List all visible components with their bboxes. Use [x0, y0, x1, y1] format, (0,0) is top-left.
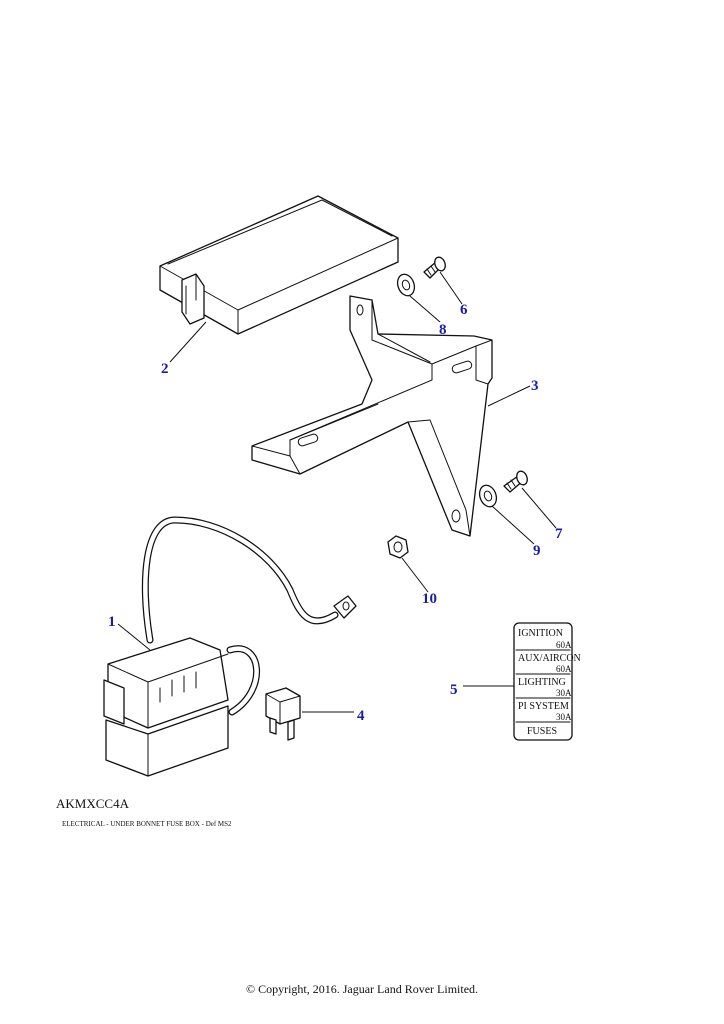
diagram-code: AKMXCC4A [56, 796, 129, 811]
callout-6[interactable]: 6 [460, 302, 468, 318]
fuse-row-3-rating: 30A [556, 688, 572, 698]
fuse-row-4-name: PI SYSTEM [518, 701, 569, 712]
fuse-holder-with-cable[interactable] [103, 516, 357, 777]
washer-8[interactable] [395, 272, 418, 298]
callout-10[interactable]: 10 [422, 591, 437, 607]
fuse-row-2-name: AUX/AIRCON [518, 653, 581, 664]
copyright-notice: © Copyright, 2016. Jaguar Land Rover Lim… [245, 982, 479, 996]
callout-5[interactable]: 5 [450, 682, 458, 698]
callout-9[interactable]: 9 [533, 543, 541, 559]
diagram-caption: ELECTRICAL - UNDER BONNET FUSE BOX - Def… [62, 820, 232, 828]
callout-2[interactable]: 2 [161, 361, 169, 377]
callout-7[interactable]: 7 [555, 526, 563, 542]
fuse-label-footer: FUSES [527, 726, 557, 737]
washer-9[interactable] [477, 483, 500, 509]
nut-10[interactable] [387, 535, 409, 559]
leader-lines [117, 271, 557, 713]
fuse-row-1-rating: 60A [556, 640, 572, 650]
mounting-bracket[interactable] [251, 295, 493, 537]
callout-3[interactable]: 3 [531, 378, 539, 394]
fuse-row-2-rating: 60A [556, 664, 572, 674]
callout-1[interactable]: 1 [108, 614, 116, 630]
blade-fuse[interactable] [265, 687, 301, 741]
fuse-row-4-rating: 30A [556, 712, 572, 722]
callout-4[interactable]: 4 [357, 708, 365, 724]
fuse-row-3-name: LIGHTING [518, 677, 566, 688]
fuse-label-card[interactable]: IGNITION 60A AUX/AIRCON 60A LIGHTING 30A… [513, 622, 581, 741]
screw-6[interactable] [423, 256, 447, 279]
fuse-row-1-name: IGNITION [518, 628, 563, 639]
callout-8[interactable]: 8 [439, 322, 447, 338]
fuse-box-cover[interactable] [159, 195, 399, 335]
screw-7[interactable] [503, 470, 529, 493]
